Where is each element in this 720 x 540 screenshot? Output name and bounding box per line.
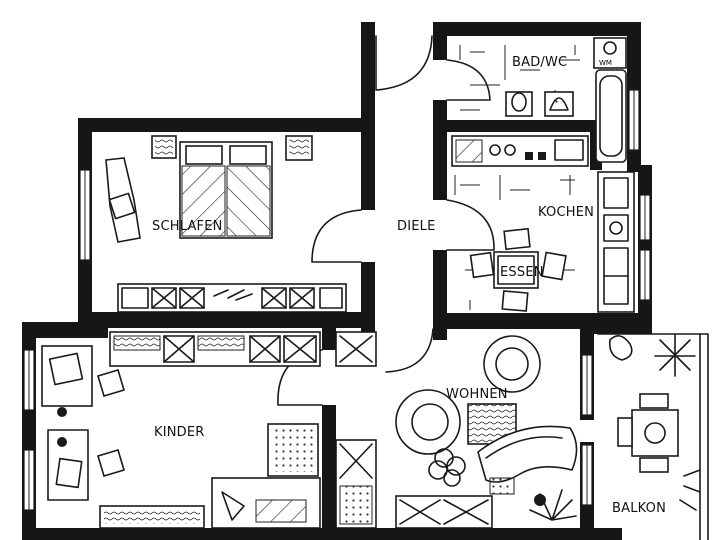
windows — [23, 89, 651, 511]
room-label-schlafen: SCHLAFEN — [152, 219, 223, 234]
bathroom: WM BAD/WC — [459, 37, 627, 163]
room-label-wohnen: WOHNEN — [446, 387, 508, 402]
kids-room: KINDER — [41, 331, 321, 529]
hallway: DIELE — [397, 219, 436, 234]
room-label-bad-wc: BAD/WC — [512, 55, 567, 70]
washing-machine-label: WM — [599, 59, 612, 67]
room-label-kinder: KINDER — [154, 425, 205, 440]
room-label-kochen: KOCHEN — [538, 205, 594, 220]
doors — [277, 22, 594, 442]
kitchen: ESSEN KOCHEN — [451, 135, 635, 313]
room-label-balkon: BALKON — [612, 501, 666, 516]
room-label-diele: DIELE — [397, 219, 436, 234]
room-label-essen: ESSEN — [500, 265, 544, 280]
balcony: BALKON — [597, 333, 709, 540]
living-room: WOHNEN — [335, 331, 578, 529]
bedroom: SCHLAFEN — [105, 135, 347, 313]
